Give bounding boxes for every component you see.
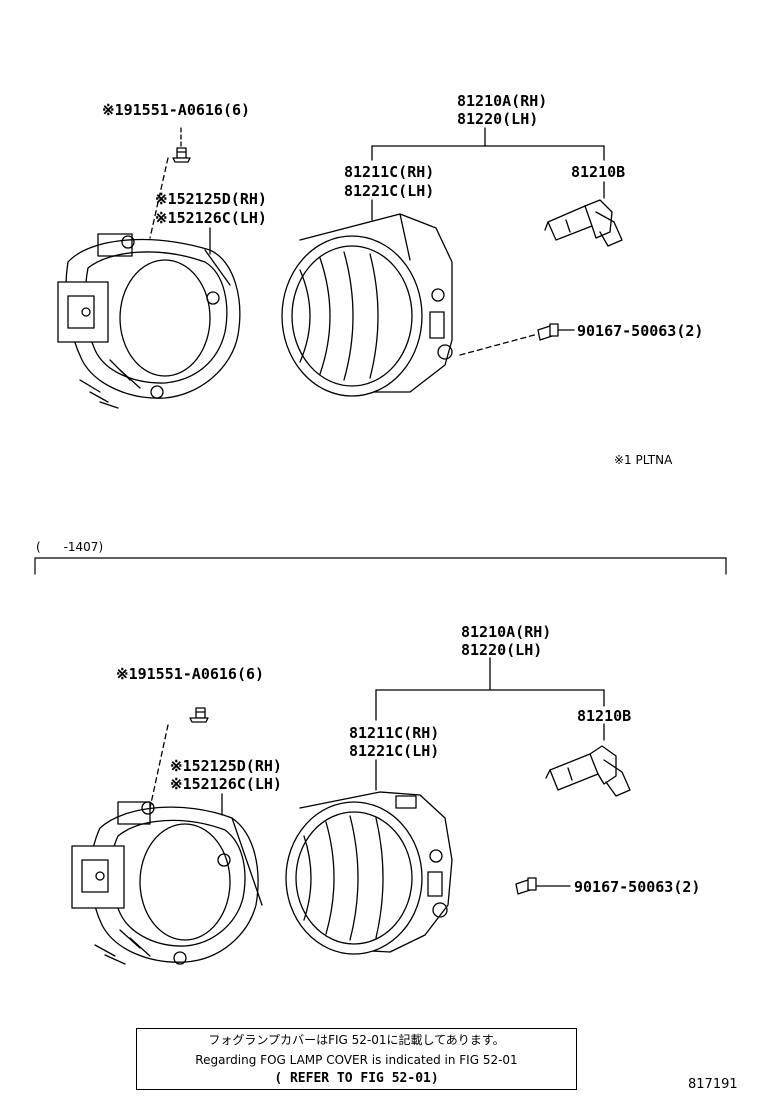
lower-bracket-rh-label: ※152125D(RH)	[170, 757, 282, 775]
upper-bolt-icon	[172, 127, 191, 163]
lower-bolt-icon	[189, 707, 209, 723]
lower-screw-icon	[515, 877, 571, 895]
lower-assembly-leader	[375, 657, 605, 791]
upper-lamp-lh-label: 81221C(LH)	[344, 182, 435, 200]
note-english-line: Regarding FOG LAMP COVER is indicated in…	[195, 1053, 518, 1067]
upper-screw-icon	[459, 323, 575, 356]
reference-note-box: フォグランプカバーはFIG 52-01に記載してあります。 Regarding …	[136, 1028, 577, 1090]
upper-assembly-leader	[371, 127, 605, 221]
upper-bolt-dash	[149, 157, 169, 239]
range-bracket	[34, 557, 727, 575]
lower-bracket-lh-label: ※152126C(LH)	[170, 775, 282, 793]
upper-lamp-rh-label: 81211C(RH)	[344, 163, 435, 181]
lower-bolt-label: ※191551-A0616(6)	[116, 665, 265, 683]
upper-bulb-icon	[544, 199, 623, 247]
lower-fog-lamp-icon	[285, 791, 453, 955]
lower-screw-label: 90167-50063(2)	[574, 878, 701, 896]
upper-assembly-lh-label: 81220(LH)	[457, 110, 539, 128]
lower-lamp-lh-label: 81221C(LH)	[349, 742, 440, 760]
upper-fog-lamp-icon	[281, 213, 453, 397]
footnote-label: ※1 PLTNA	[614, 453, 673, 467]
upper-bolt-label: ※191551-A0616(6)	[102, 101, 251, 119]
lower-assembly-lh-label: 81220(LH)	[461, 641, 543, 659]
lower-bulb-icon	[545, 745, 631, 797]
note-japanese-line: フォグランプカバーはFIG 52-01に記載してあります。	[208, 1033, 505, 1047]
lower-diagram	[71, 657, 631, 965]
lower-bolt-dash	[149, 724, 169, 809]
range-label: ( -1407)	[36, 540, 104, 554]
figure-id: 817191	[688, 1077, 738, 1092]
upper-assembly-rh-label: 81210A(RH)	[457, 92, 548, 110]
upper-bracket-icon	[57, 227, 241, 409]
lower-bracket-icon	[71, 793, 263, 965]
upper-bulb-label: 81210B	[571, 163, 626, 181]
lower-lamp-rh-label: 81211C(RH)	[349, 724, 440, 742]
upper-bracket-lh-label: ※152126C(LH)	[155, 209, 267, 227]
note-refer-line[interactable]: ( REFER TO FIG 52-01)	[274, 1071, 439, 1086]
upper-diagram	[57, 127, 623, 409]
lower-assembly-rh-label: 81210A(RH)	[461, 623, 552, 641]
upper-bracket-rh-label: ※152125D(RH)	[155, 190, 267, 208]
upper-screw-label: 90167-50063(2)	[577, 322, 704, 340]
lower-bulb-label: 81210B	[577, 707, 632, 725]
